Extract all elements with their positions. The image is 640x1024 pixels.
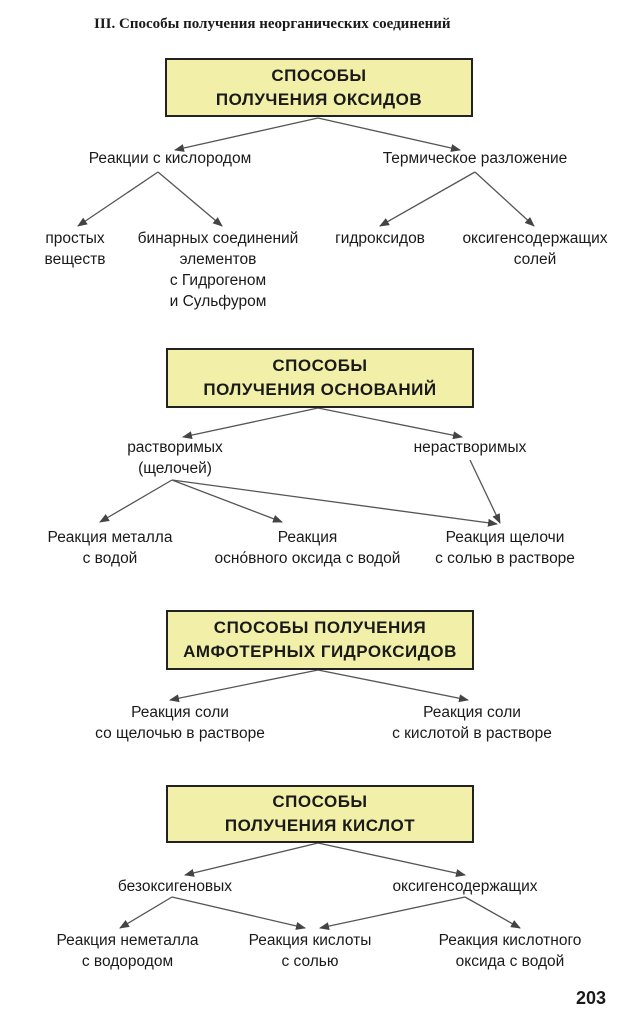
- acids-branch-oxygen-containing: оксигенсодержащих: [392, 878, 538, 895]
- arrow-oxygen-to-simple: [77, 171, 159, 227]
- acids-title-line-1: СПОСОБЫ: [272, 792, 368, 811]
- oxides-title-box: СПОСОБЫ ПОЛУЧЕНИЯ ОКСИДОВ: [165, 58, 473, 117]
- arrow-oxygen-to-binary: [157, 171, 223, 227]
- arrow-soluble-to-alkali-salt: [171, 479, 498, 527]
- arrow-soluble-to-basic-oxide: [171, 479, 283, 523]
- bases-branch-insoluble: нерастворимых: [413, 439, 527, 456]
- arrow-soluble-to-metal-water: [99, 479, 173, 523]
- oxides-title-line-1: СПОСОБЫ: [271, 65, 367, 85]
- oxides-leaf-binary: бинарных соединений элементов с Гидроген…: [137, 230, 299, 310]
- amphoteric-title-line-2: АМФОТЕРНЫХ ГИДРОКСИДОВ: [183, 642, 457, 661]
- arrow-thermal-to-salts: [474, 171, 535, 227]
- arrow-amphoteric-to-salt-alkali: [169, 669, 319, 703]
- arrow-bases-to-soluble: [182, 407, 319, 440]
- arrow-amphoteric-to-salt-acid: [317, 669, 469, 703]
- oxides-title-line-2: ПОЛУЧЕНИЯ ОКСИДОВ: [215, 89, 423, 109]
- arrow-oxides-to-thermal-decomposition: [317, 117, 461, 152]
- acids-title-line-2: ПОЛУЧЕНИЯ КИСЛОТ: [224, 816, 416, 835]
- oxides-leaf-salts: оксигенсодержащих солей: [462, 230, 608, 268]
- arrow-oxides-to-oxygen-reactions: [174, 117, 319, 152]
- page-number: 203: [576, 988, 607, 1008]
- oxides-leaf-hydroxides: гидроксидов: [335, 230, 425, 247]
- acids-leaf-acid-oxide: Реакция кислотного оксида с водой: [438, 932, 582, 970]
- arrow-acids-to-oxygen-containing: [317, 842, 466, 877]
- bases-title-box: СПОСОБЫ ПОЛУЧЕНИЯ ОСНОВАНИЙ: [166, 348, 474, 408]
- bases-title-line-1: СПОСОБЫ: [272, 356, 368, 375]
- bases-branch-soluble: растворимых (щелочей): [127, 439, 223, 477]
- arrow-thermal-to-hydroxides: [379, 171, 476, 227]
- arrow-bases-to-insoluble: [317, 407, 463, 440]
- arrow-oxygen-containing-to-acid-salt: [319, 896, 466, 931]
- bases-leaf-basic-oxide: Реакция осно́вного оксида с водой: [214, 529, 401, 567]
- acids-title-box: СПОСОБЫ ПОЛУЧЕНИЯ КИСЛОТ: [166, 785, 474, 843]
- bases-title-line-2: ПОЛУЧЕНИЯ ОСНОВАНИЙ: [203, 380, 437, 399]
- bases-leaf-alkali-salt: Реакция щелочи с солью в растворе: [435, 529, 575, 567]
- amphoteric-title-line-1: СПОСОБЫ ПОЛУЧЕНИЯ: [213, 618, 427, 637]
- arrow-acids-to-oxygen-free: [184, 842, 319, 877]
- oxides-branch-left: Реакции с кислородом: [88, 150, 252, 167]
- arrow-insoluble-to-alkali-salt: [469, 459, 501, 524]
- oxides-branch-right: Термическое разложение: [382, 150, 568, 167]
- arrow-oxygen-containing-to-acid-oxide: [464, 896, 521, 929]
- bases-leaf-metal-water: Реакция металла с водой: [47, 529, 173, 567]
- arrow-oxygen-free-to-nonmetal: [119, 896, 173, 929]
- amphoteric-title-box: СПОСОБЫ ПОЛУЧЕНИЯ АМФОТЕРНЫХ ГИДРОКСИДОВ: [166, 610, 474, 670]
- acids-branch-oxygen-free: безоксигеновых: [117, 878, 233, 895]
- amphoteric-leaf-salt-acid: Реакция соли с кислотой в растворе: [392, 704, 552, 742]
- oxides-leaf-simple: простых веществ: [44, 230, 106, 268]
- arrow-oxygen-free-to-acid-salt: [171, 896, 306, 930]
- acids-leaf-acid-salt: Реакция кислоты с солью: [248, 932, 372, 970]
- amphoteric-leaf-salt-alkali: Реакция соли со щелочью в растворе: [95, 704, 265, 742]
- section-heading: III. Способы получения неорганических со…: [94, 16, 451, 32]
- acids-leaf-nonmetal-hydrogen: Реакция неметалла с водородом: [56, 932, 199, 970]
